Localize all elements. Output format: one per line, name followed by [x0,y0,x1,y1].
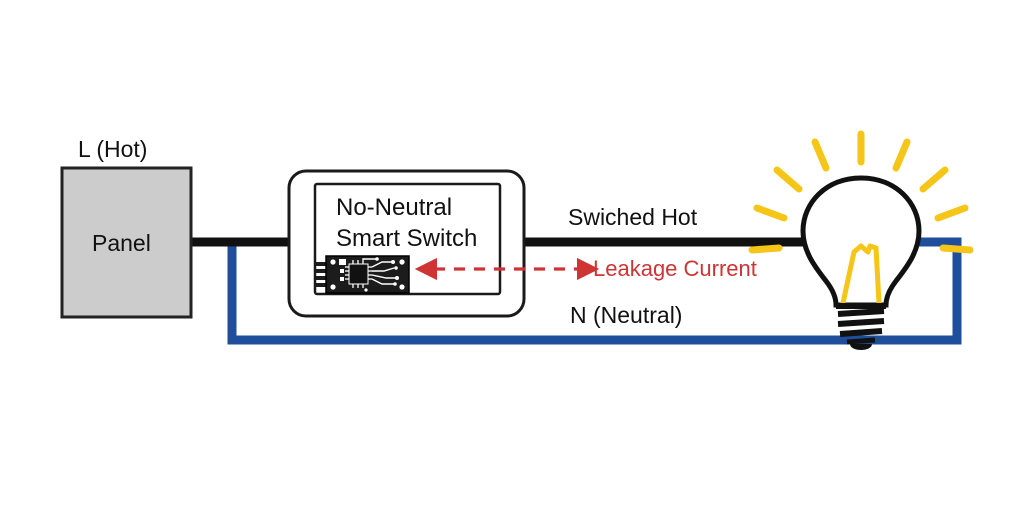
pcb-chip-icon [316,255,410,294]
label-leakage-current: Leakage Current [593,256,757,281]
label-smart-switch: No-Neutral Smart Switch [336,193,477,254]
light-bulb[interactable] [748,130,974,350]
bulb-glass [800,175,922,308]
label-smart-switch-line1: No-Neutral [336,194,453,221]
label-switched-hot: Swiched Hot [568,204,698,230]
bulb-rays-icon [748,130,974,254]
bulb-filament [840,243,882,306]
label-neutral: N (Neutral) [570,302,683,328]
label-panel: Panel [92,230,151,256]
neutral-wire [227,237,962,345]
label-smart-switch-line2: Smart Switch [336,224,478,252]
panel-box[interactable] [60,166,193,319]
label-l-hot: L (Hot) [78,136,148,162]
bulb-base-icon [836,303,886,350]
